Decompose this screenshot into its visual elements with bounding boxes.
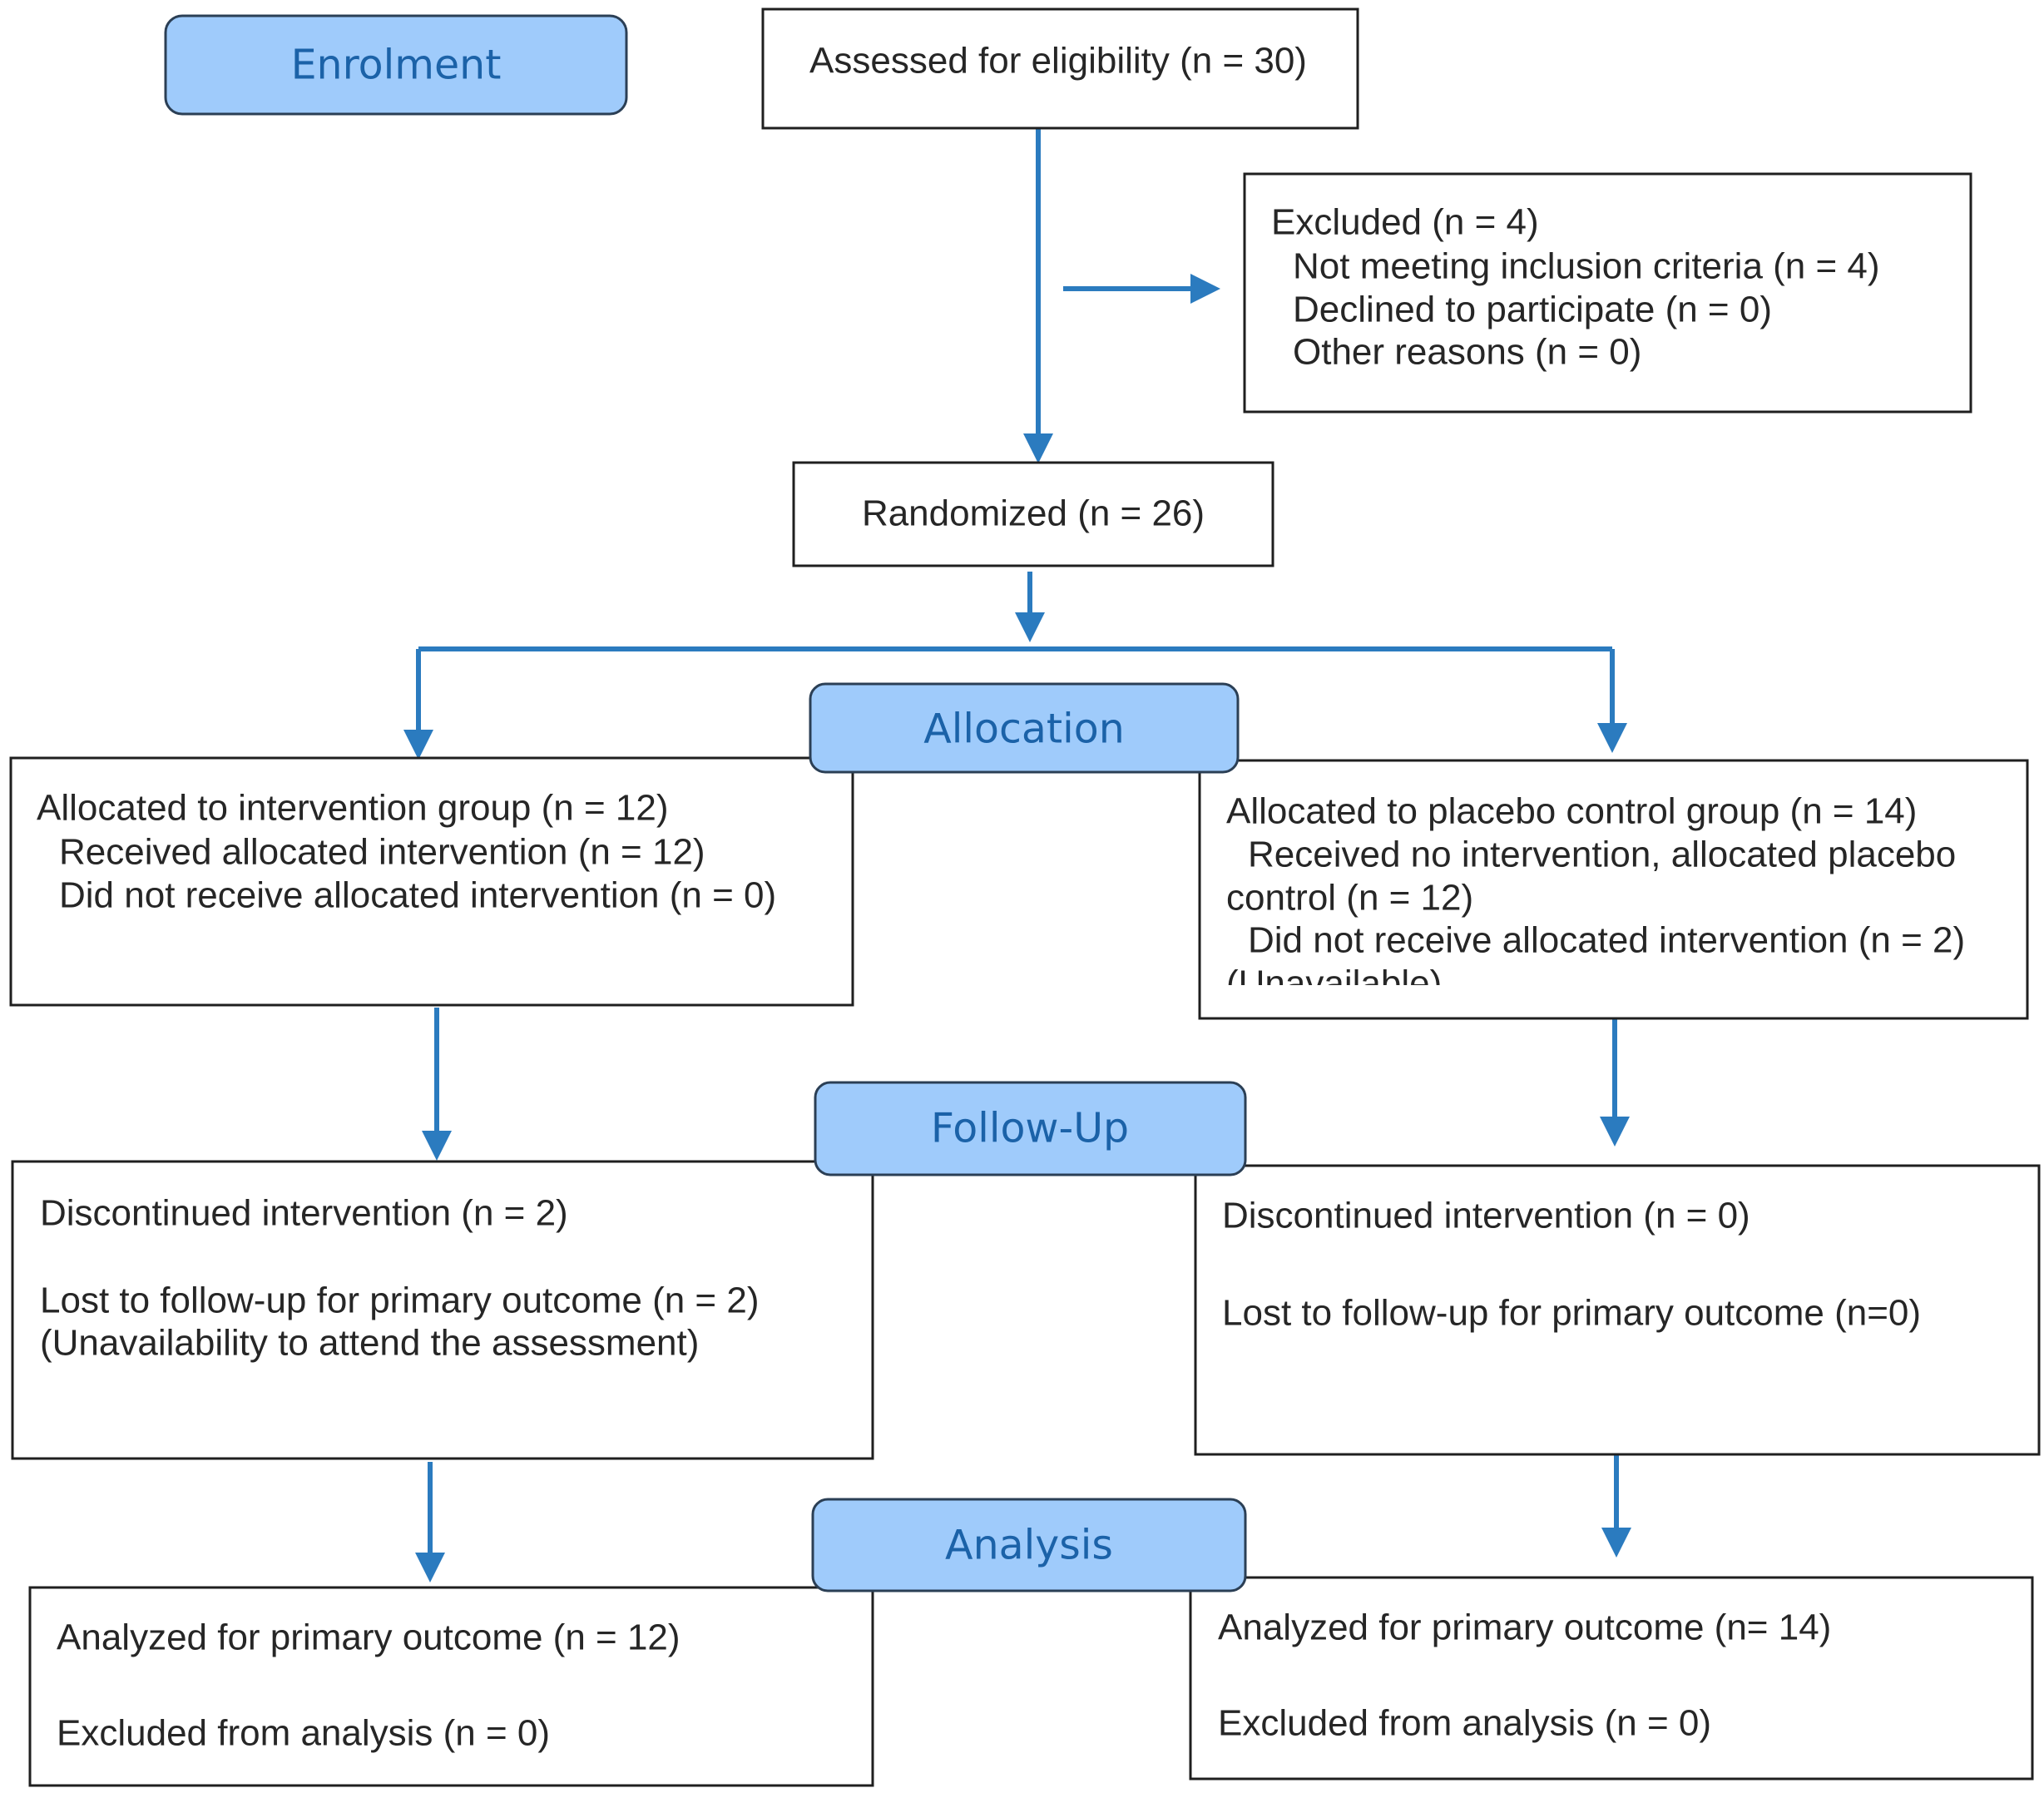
placebo-discontinued: Discontinued intervention (n = 0): [1222, 1196, 1750, 1236]
intervention-allocation-line: Allocated to intervention group (n = 12): [37, 788, 668, 829]
placebo-analyzed: Analyzed for primary outcome (n= 14): [1218, 1607, 1831, 1648]
stage-allocation-label: Allocation: [923, 706, 1125, 753]
placebo-allocation-line: Received no intervention, allocated plac…: [1248, 835, 1956, 875]
intervention-analyzed: Analyzed for primary outcome (n = 12): [57, 1617, 681, 1658]
intervention-analysis-box: Analyzed for primary outcome (n = 12) Ex…: [28, 1586, 874, 1787]
intervention-lost-reason: (Unavailability to attend the assessment…: [40, 1323, 699, 1364]
stage-enrolment: Enrolment: [164, 14, 628, 116]
placebo-allocation-box: Allocated to placebo control group (n = …: [1198, 759, 2029, 1020]
placebo-allocation-line: control (n = 12): [1226, 878, 1473, 919]
placebo-allocation-line: Did not receive allocated intervention (…: [1248, 920, 1965, 961]
stage-follow-up-label: Follow-Up: [931, 1105, 1129, 1152]
stage-analysis: Analysis: [811, 1498, 1247, 1592]
stage-enrolment-label: Enrolment: [291, 42, 502, 89]
intervention-analysis-excluded: Excluded from analysis (n = 0): [57, 1713, 550, 1754]
excluded-title: Excluded (n = 4): [1271, 202, 1539, 243]
excluded-box: Excluded (n = 4) Not meeting inclusion c…: [1243, 172, 1972, 414]
stage-analysis-label: Analysis: [945, 1522, 1113, 1569]
assessed-text: Assessed for eligibility (n = 30): [809, 41, 1307, 82]
placebo-lost: Lost to follow-up for primary outcome (n…: [1222, 1293, 1921, 1334]
placebo-followup-box: Discontinued intervention (n = 0) Lost t…: [1194, 1164, 2041, 1456]
randomized-text: Randomized (n = 26): [862, 493, 1205, 534]
assessed-box: Assessed for eligibility (n = 30): [761, 7, 1359, 130]
placebo-allocation-line: (Unavailable): [1226, 963, 1442, 1004]
excluded-reason: Not meeting inclusion criteria (n = 4): [1293, 246, 1880, 287]
stage-allocation: Allocation: [809, 682, 1240, 774]
intervention-allocation-box: Allocated to intervention group (n = 12)…: [9, 756, 854, 1007]
intervention-lost: Lost to follow-up for primary outcome (n…: [40, 1280, 759, 1321]
randomized-box: Randomized (n = 26): [792, 461, 1274, 567]
intervention-followup-box: Discontinued intervention (n = 2) Lost t…: [11, 1160, 874, 1460]
intervention-allocation-line: Did not receive allocated intervention (…: [59, 875, 776, 916]
intervention-allocation-line: Received allocated intervention (n = 12): [59, 832, 705, 873]
placebo-analysis-box: Analyzed for primary outcome (n= 14) Exc…: [1189, 1576, 2034, 1781]
connectors: [403, 129, 1631, 1582]
placebo-allocation-line: Allocated to placebo control group (n = …: [1226, 791, 1917, 832]
stage-follow-up: Follow-Up: [814, 1081, 1247, 1176]
intervention-discontinued: Discontinued intervention (n = 2): [40, 1193, 568, 1234]
excluded-reason: Declined to participate (n = 0): [1293, 290, 1772, 330]
placebo-analysis-excluded: Excluded from analysis (n = 0): [1218, 1703, 1711, 1744]
excluded-reason: Other reasons (n = 0): [1293, 332, 1641, 373]
